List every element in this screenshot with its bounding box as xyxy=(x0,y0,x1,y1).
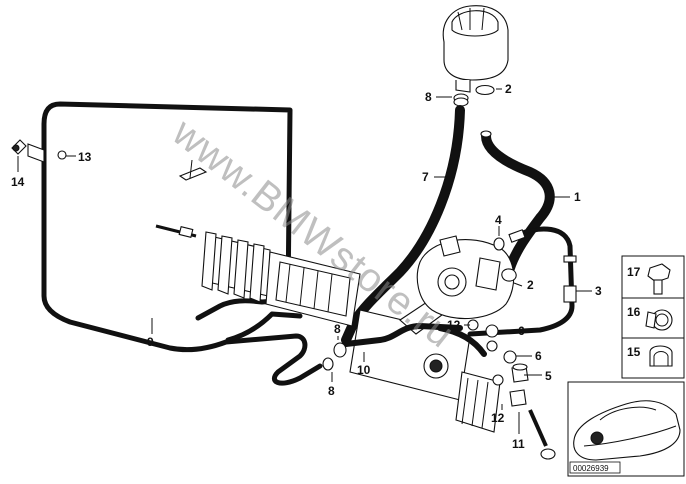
callout-8-top: 8 xyxy=(425,90,432,104)
seal-ring-12-lower xyxy=(492,374,504,386)
cap-plug-12 xyxy=(509,389,527,407)
fluid-reservoir xyxy=(442,5,509,93)
callout-2-pump: 2 xyxy=(527,278,534,292)
tie-rod-11 xyxy=(528,409,556,460)
callout-7: 7 xyxy=(422,170,429,184)
fitting-4 xyxy=(508,229,526,243)
callout-8-low: 8 xyxy=(328,384,335,398)
callout-3: 3 xyxy=(595,284,602,298)
legend-16: 16 xyxy=(627,305,641,319)
seal-ring-4 xyxy=(493,237,505,251)
legend-panel: 17 16 15 xyxy=(621,255,685,379)
callout-9: 9 xyxy=(147,335,154,349)
callout-2-top: 2 xyxy=(505,82,512,96)
bolt-icon xyxy=(647,263,671,295)
hose-clamp-8-mid xyxy=(333,342,347,358)
callout-10: 10 xyxy=(357,363,371,377)
bracket-14 xyxy=(11,139,45,163)
callout-1: 1 xyxy=(574,190,581,204)
vehicle-location-thumbnail: 00026939 xyxy=(567,381,685,477)
hose-clamp-2-top xyxy=(475,84,495,96)
callout-6-lower: 6 xyxy=(535,349,542,363)
pipe-clip-icon xyxy=(645,309,673,331)
seal-ring-6-lower xyxy=(503,350,517,364)
hose-clamp-8-low xyxy=(322,357,334,371)
callout-4: 4 xyxy=(495,213,502,227)
callout-8-mid: 8 xyxy=(334,322,341,336)
clamp-icon xyxy=(649,345,673,367)
callout-14: 14 xyxy=(11,175,25,189)
hose-clamp-2-pump xyxy=(501,268,517,282)
callout-12-upper: 12 xyxy=(447,318,461,332)
diagram-code: 00026939 xyxy=(573,464,609,473)
callout-11: 11 xyxy=(512,437,525,451)
seal-ring-6-upper xyxy=(485,324,499,338)
leader-lines xyxy=(17,88,592,434)
callout-12-lower: 12 xyxy=(491,411,505,425)
callout-13: 13 xyxy=(78,150,92,164)
legend-17: 17 xyxy=(627,265,641,279)
callout-6-upper: 6 xyxy=(518,324,525,338)
legend-15: 15 xyxy=(627,345,641,359)
steering-rack xyxy=(155,224,501,433)
callout-5: 5 xyxy=(545,369,552,383)
nut-13 xyxy=(57,150,67,160)
